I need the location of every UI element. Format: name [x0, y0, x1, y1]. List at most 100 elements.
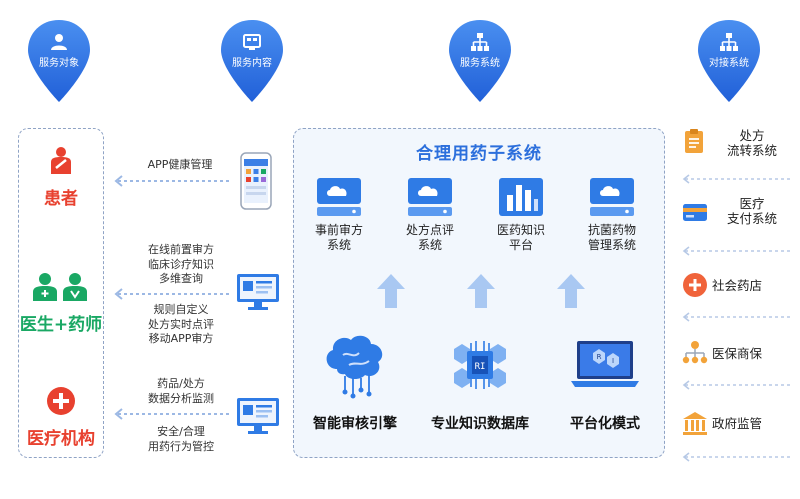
pin-label: 服务系统	[460, 58, 500, 69]
dashed-arrow-left	[682, 174, 792, 184]
service-line: 临床诊疗知识	[148, 257, 214, 271]
dock-line: 流转系统	[726, 143, 777, 158]
laptop-icon: R I	[571, 341, 639, 387]
subsystem-name: 事前审方 系统	[299, 223, 379, 253]
chip-icon: RI	[454, 341, 506, 389]
up-arrow-icon	[557, 274, 585, 308]
content-icon	[243, 34, 261, 50]
subsystem-prescription-review: 处方点评 系统	[390, 177, 470, 253]
subsystem-name: 处方点评 系统	[390, 223, 470, 253]
service-doctor-bottom: 规则自定义 处方实时点评 移动APP审方	[136, 303, 226, 347]
service-line: 药品/处方	[157, 377, 205, 390]
dock-label: 医疗 支付系统	[712, 196, 792, 226]
brain-circuit-icon	[326, 335, 383, 399]
subsystem-line: 系统	[326, 238, 351, 252]
cloud-server-icon	[408, 178, 452, 216]
subject-label: 患者	[44, 189, 78, 209]
map-pin-shape	[449, 20, 511, 102]
user-icon	[51, 34, 67, 50]
pin-service-system: 服务系统	[447, 18, 513, 104]
dock-government: 政府监管	[682, 410, 792, 438]
subsystem-knowledge-platform: 医药知识 平台	[481, 177, 561, 253]
monitor-icon	[237, 398, 279, 434]
tech-audit-engine: 智能审核引擎	[300, 329, 410, 433]
svg-text:R: R	[597, 353, 602, 361]
tech-name: 平台化模式	[570, 416, 640, 432]
bar-chart-icon	[499, 178, 543, 216]
service-institution-top: 药品/处方 数据分析监测	[136, 377, 226, 406]
dashed-arrow-left	[682, 312, 792, 322]
dashed-arrow-left	[682, 380, 792, 390]
service-doctor-top: 在线前置审方 临床诊疗知识 多维查询	[136, 243, 226, 287]
network-icon	[471, 33, 489, 51]
dock-label: 处方 流转系统	[712, 128, 792, 158]
dashed-arrow-left	[114, 408, 230, 420]
subsystem-line: 医药知识	[496, 223, 545, 237]
dashed-arrow-left	[114, 175, 230, 187]
map-pin-shape	[28, 20, 90, 102]
subject-patient: 患者	[18, 146, 104, 209]
dock-prescription-flow: 处方 流转系统	[682, 128, 792, 164]
dashed-arrow-left	[682, 246, 792, 256]
tech-knowledge-database: RI 专业知识数据库	[425, 329, 535, 433]
service-app-health: APP健康管理	[147, 158, 213, 171]
dock-label: 医保商保	[712, 346, 763, 361]
dashed-arrow-left	[114, 288, 230, 300]
government-icon	[683, 412, 707, 435]
service-line: 处方实时点评	[148, 317, 214, 331]
service-system-panel: 合理用药子系统 事前审方 系统 处方点评 系统	[293, 128, 665, 458]
monitor-icon	[237, 274, 279, 310]
phone-app-icon	[240, 152, 272, 210]
card-icon	[683, 204, 707, 221]
service-line: 规则自定义	[153, 303, 209, 316]
org-chart-icon	[682, 341, 708, 364]
dock-medical-payment: 医疗 支付系统	[682, 196, 792, 232]
subsystem-pre-review: 事前审方 系统	[299, 177, 379, 253]
subsystem-line: 抗菌药物	[587, 223, 636, 237]
subject-label: 医生+药师	[19, 315, 103, 335]
svg-text:I: I	[612, 357, 614, 365]
cloud-server-icon	[590, 178, 634, 216]
subject-label: 医疗机构	[27, 429, 95, 449]
clipboard-icon	[685, 129, 703, 153]
subsystem-line: 管理系统	[587, 238, 636, 252]
service-line: 移动APP审方	[148, 332, 214, 345]
svg-text:RI: RI	[475, 362, 486, 372]
tech-name: 智能审核引擎	[313, 416, 397, 432]
doctor-pharmacist-icon	[33, 273, 87, 301]
service-line: 多维查询	[159, 272, 203, 285]
dock-label: 政府监管	[712, 416, 763, 431]
tech-name: 专业知识数据库	[431, 416, 529, 432]
map-pin-shape	[221, 20, 283, 102]
hospital-cross-icon	[47, 387, 75, 415]
dashed-arrow-left	[682, 452, 792, 462]
dock-insurance: 医保商保	[682, 340, 792, 368]
center-title: 合理用药子系统	[416, 144, 542, 164]
service-line: 数据分析监测	[148, 391, 214, 405]
dock-line: 支付系统	[726, 211, 777, 226]
pin-label: 对接系统	[709, 58, 749, 69]
service-line: 在线前置审方	[148, 243, 214, 256]
service-line: 用药行为管控	[148, 439, 214, 453]
subsystem-name: 抗菌药物 管理系统	[572, 223, 652, 253]
subsystem-name: 医药知识 平台	[481, 223, 561, 253]
service-institution-bottom: 安全/合理 用药行为管控	[136, 425, 226, 454]
tech-platform-mode: R I 平台化模式	[550, 329, 660, 433]
service-line: 安全/合理	[157, 425, 205, 438]
dock-social-pharmacy: 社会药店	[682, 272, 792, 300]
subsystem-line: 处方点评	[405, 223, 454, 237]
subsystem-line: 平台	[508, 238, 533, 252]
subsystem-line: 事前审方	[314, 223, 363, 237]
subsystem-line: 系统	[417, 238, 442, 252]
subject-institution: 医疗机构	[18, 386, 104, 449]
subsystem-antibiotic-management: 抗菌药物 管理系统	[572, 177, 652, 253]
up-arrow-icon	[377, 274, 405, 308]
dock-line: 处方	[739, 128, 765, 143]
dock-label: 社会药店	[712, 278, 763, 293]
dock-line: 医疗	[739, 196, 765, 211]
pin-label: 服务对象	[39, 58, 79, 69]
pin-docking-system: 对接系统	[696, 18, 762, 104]
cloud-server-icon	[317, 178, 361, 216]
subject-doctor-pharmacist: 医生+药师	[18, 272, 104, 335]
patient-icon	[51, 147, 71, 174]
